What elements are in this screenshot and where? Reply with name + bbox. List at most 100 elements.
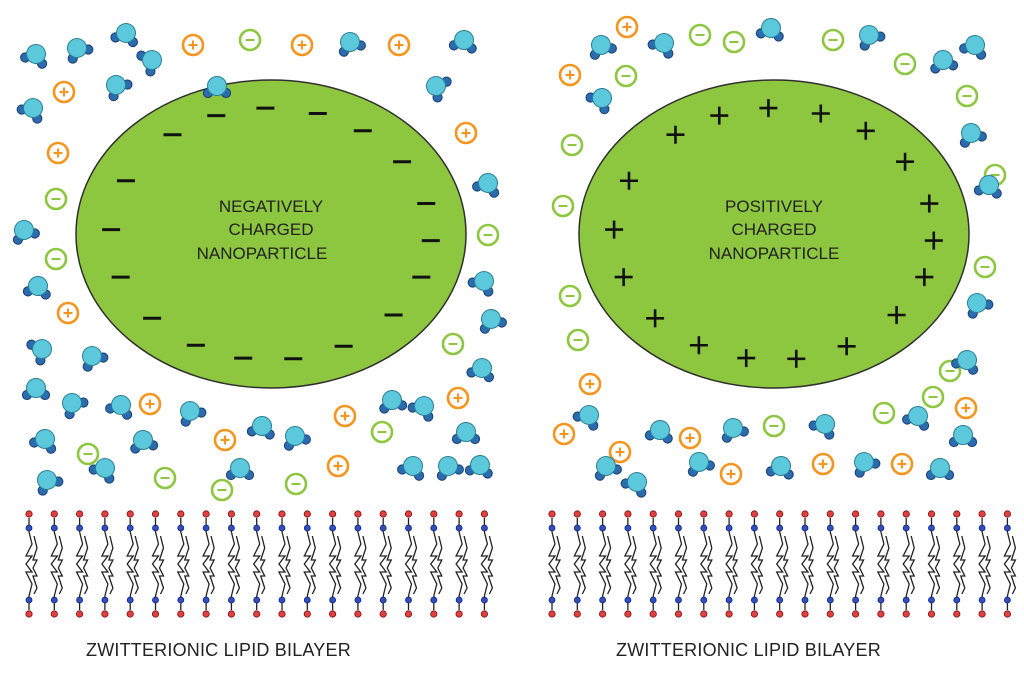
water-molecule-icon <box>572 405 599 431</box>
water-molecule-icon <box>29 429 57 454</box>
water-molecule-icon <box>467 271 494 297</box>
water-molecule-icon <box>436 456 464 481</box>
anion-icon: − <box>560 133 584 157</box>
lipid-molecule-icon <box>851 510 865 618</box>
anion-icon: − <box>441 332 465 356</box>
lipid-molecule-icon <box>353 510 367 618</box>
surface-positive-charge: + <box>837 337 856 356</box>
water-molecule-icon <box>448 30 477 54</box>
anion-icon: − <box>44 247 68 271</box>
right-panel: ++++++++++++++++++ POSITIVELY CHARGED NA… <box>547 15 1017 618</box>
water-molecule-icon <box>106 75 133 102</box>
lipid-molecule-icon <box>750 510 764 618</box>
water-molecule-icon <box>407 396 434 422</box>
water-molecule-icon <box>88 458 115 484</box>
water-molecule-icon <box>854 452 881 478</box>
cation-icon: + <box>811 452 835 476</box>
lipid-molecule-icon <box>978 510 992 618</box>
water-molecule-icon <box>62 393 89 420</box>
surface-positive-charge: + <box>759 99 778 118</box>
water-molecule-icon <box>808 414 835 440</box>
water-molecule-icon <box>755 18 784 42</box>
water-molecule-icon <box>202 76 232 99</box>
water-molecule-icon <box>589 35 617 60</box>
lipid-molecule-icon <box>429 510 443 618</box>
right-ions: +−−−−−+−−−−−−−+−−+−−++++++ <box>551 15 1007 486</box>
anion-icon: − <box>762 414 786 438</box>
cation-icon: + <box>46 141 70 165</box>
cation-icon: + <box>52 80 76 104</box>
water-molecule-icon <box>973 175 1002 199</box>
water-molecule-icon <box>479 309 507 334</box>
anion-icon: − <box>76 442 100 466</box>
anion-icon: − <box>566 328 590 352</box>
lipid-molecule-icon <box>176 510 190 618</box>
left-particle-line-2: CHARGED <box>228 220 313 239</box>
lipid-molecule-icon <box>649 510 663 618</box>
surface-positive-charge: + <box>646 309 665 328</box>
anion-icon: − <box>821 28 845 52</box>
anion-icon: − <box>153 466 177 490</box>
lipid-molecule-icon <box>303 510 317 618</box>
water-molecule-icon <box>902 406 930 431</box>
lipid-molecule-icon <box>75 510 89 618</box>
lipid-molecule-icon <box>202 510 216 618</box>
water-molecule-icon <box>620 472 647 498</box>
water-molecule-icon <box>644 420 673 444</box>
surface-positive-charge: + <box>896 152 915 171</box>
surface-positive-charge: + <box>619 171 638 190</box>
surface-positive-charge: + <box>710 106 729 125</box>
lipid-molecule-icon <box>151 510 165 618</box>
anion-icon: − <box>476 223 500 247</box>
lipid-molecule-icon <box>699 510 713 618</box>
water-molecule-icon <box>37 470 64 496</box>
water-molecule-icon <box>859 25 886 51</box>
water-molecule-icon <box>26 339 52 366</box>
cation-icon: + <box>181 33 205 57</box>
cation-icon: + <box>890 452 914 476</box>
lipid-molecule-icon <box>876 510 890 618</box>
lipid-molecule-icon <box>623 510 637 618</box>
lipid-molecule-icon <box>952 510 966 618</box>
lipid-molecule-icon <box>328 510 342 618</box>
surface-positive-charge: + <box>689 336 708 355</box>
anion-icon: − <box>955 84 979 108</box>
anion-icon: − <box>973 255 997 279</box>
water-molecule-icon <box>21 378 51 401</box>
lipid-molecule-icon <box>902 510 916 618</box>
anion-icon: − <box>688 23 712 47</box>
water-molecule-icon <box>136 50 162 77</box>
water-molecule-icon <box>948 425 978 448</box>
surface-positive-charge: + <box>787 349 806 368</box>
right-particle-line-1: POSITIVELY <box>725 197 823 216</box>
cation-icon: + <box>608 440 632 464</box>
lipid-molecule-icon <box>480 510 494 618</box>
lipid-molecule-icon <box>50 510 64 618</box>
lipid-molecule-icon <box>598 510 612 618</box>
water-molecule-icon <box>925 458 955 481</box>
cation-icon: + <box>138 392 162 416</box>
water-molecule-icon <box>930 50 959 74</box>
lipid-molecule-icon <box>674 510 688 618</box>
cation-icon: + <box>552 422 576 446</box>
anion-icon: − <box>872 401 896 425</box>
lipid-molecule-icon <box>927 510 941 618</box>
water-molecule-icon <box>466 358 494 383</box>
lipid-molecule-icon <box>826 510 840 618</box>
lipid-molecule-icon <box>404 510 418 618</box>
lipid-molecule-icon <box>1003 510 1017 618</box>
anion-icon: − <box>921 385 945 409</box>
negative-nanoparticle <box>75 79 467 389</box>
lipid-molecule-icon <box>227 510 241 618</box>
water-molecule-icon <box>283 426 311 451</box>
water-molecule-icon <box>426 76 452 103</box>
right-surface-charges: ++++++++++++++++++ <box>605 99 943 368</box>
surface-positive-charge: + <box>920 194 939 213</box>
left-water <box>12 23 507 496</box>
right-membrane-caption: ZWITTERIONIC LIPID BILAYER <box>616 640 881 660</box>
lipid-molecule-icon <box>775 510 789 618</box>
water-molecule-icon <box>397 456 425 481</box>
water-molecule-icon <box>22 276 51 300</box>
anion-icon: − <box>44 187 68 211</box>
